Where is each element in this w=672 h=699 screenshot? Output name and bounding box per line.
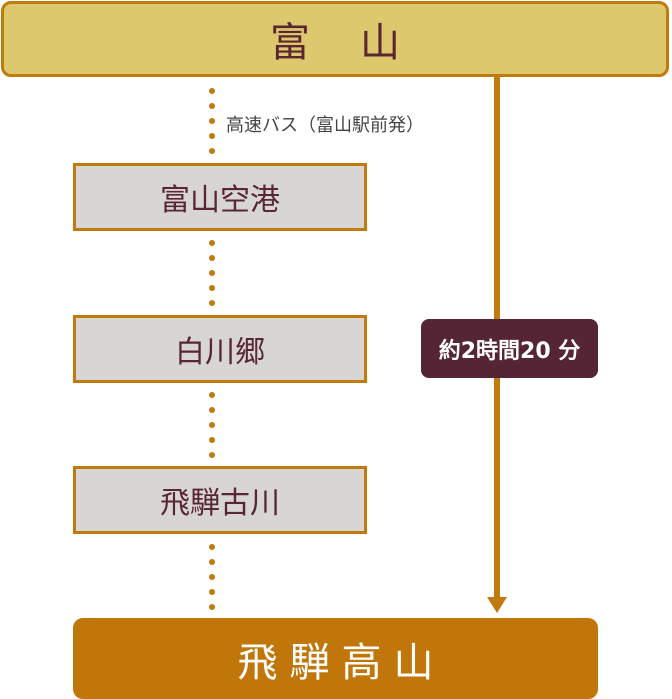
dotted-connector (209, 544, 215, 619)
stop-label: 富山空港 (160, 183, 280, 218)
destination-box: 飛騨高山 (73, 618, 598, 699)
dotted-connector (209, 392, 215, 467)
origin-label: 富山 (270, 20, 450, 66)
stop-box-hida-furukawa: 飛騨古川 (73, 466, 367, 534)
arrow-down-icon (487, 597, 507, 613)
dotted-connector (209, 88, 215, 163)
route-mode-label: 高速バス（富山駅前発） (226, 115, 424, 136)
duration-label: 約2時間20 分 (438, 338, 581, 364)
stop-box-toyama-airport: 富山空港 (73, 163, 367, 231)
duration-badge: 約2時間20 分 (421, 319, 598, 378)
stop-box-shirakawago: 白川郷 (73, 315, 367, 383)
destination-label: 飛騨高山 (237, 639, 446, 686)
origin-box: 富山 (1, 1, 669, 77)
stop-label: 白川郷 (175, 335, 265, 370)
dotted-connector (209, 240, 215, 315)
stop-label: 飛騨古川 (160, 486, 280, 521)
